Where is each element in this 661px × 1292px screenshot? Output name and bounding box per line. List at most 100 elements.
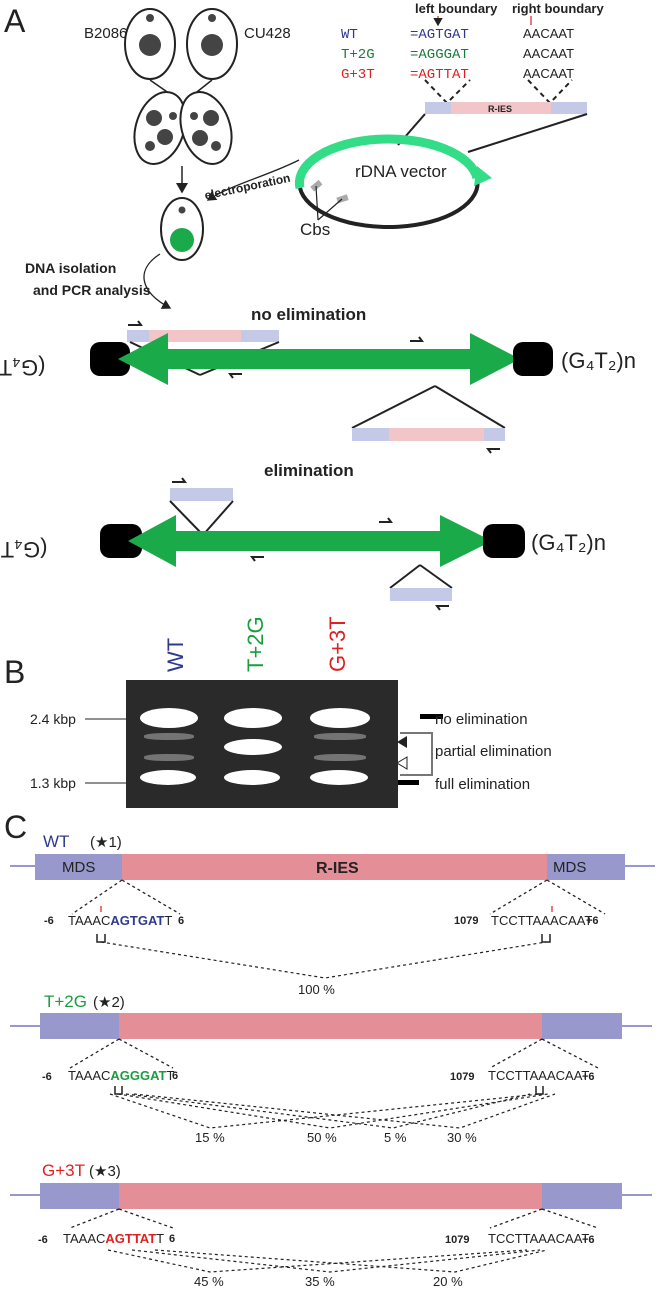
c-t2g-percent-2: 50 % [307,1130,337,1145]
c-wt-seq-colored: AGTGAT [110,913,164,928]
c-wt-right-end: +6 [586,915,599,927]
no-elim-chromosome [90,333,553,385]
c-t2g-mds-right [542,1013,622,1039]
c-t2g-seq-colored: AGGGAT [110,1068,166,1083]
legend-partial-elimination: partial elimination [435,743,552,760]
strain-label-1: B2086 [84,25,127,42]
row-t2g-left: =AGGGAT [410,47,469,63]
c-g3t-seq-suffix: T [156,1231,164,1246]
no-elim-link-d [434,385,506,429]
panel-label-a: A [4,3,26,39]
c-wt-seq-prefix: TAAAC [68,913,110,928]
elim-amplicon-top [170,488,233,501]
c-g3t-mds-right [542,1183,622,1209]
c-t2g-left-end: 6 [172,1070,178,1082]
c-g3t-left-end: 6 [169,1233,175,1245]
dna-isolation-line-2: and PCR analysis [33,282,151,298]
row-wt-left: =AGTGAT [410,27,469,43]
c-wt-left-num: -6 [44,915,54,927]
c-t2g-left-num: -6 [42,1071,52,1083]
band-wt-faint-1 [144,733,194,740]
electroporation-arrow [206,159,300,201]
c-wt-right-seq: TCCTTAAACAAT [491,913,592,928]
row-wt-right: AACAAT [523,26,574,41]
c-g3t-percent-2: 35 % [305,1274,335,1289]
row-g3t-name: G+3T [341,67,375,83]
elimination-title: elimination [264,461,354,480]
band-wt-full-elim [140,770,196,785]
telomere-right-2: (G₄T₂)n [531,530,606,555]
elim-link-b [202,500,234,536]
dna-isolation-line-1: DNA isolation [25,260,116,276]
construct-link-right [467,113,588,153]
elim-link-a [169,500,204,536]
elim-link-c [389,564,421,589]
primer-rev-bottom [486,448,500,454]
row-t2g-right: AACAAT [523,46,574,61]
c-t2g-right-num: 1079 [450,1071,474,1083]
c-wt-seq-suffix: T [164,913,172,928]
row-t2g-name: T+2G [341,47,375,63]
c-wt-ies [122,854,547,880]
c-wt-name: WT [43,832,69,851]
r-ies-construct [425,102,587,114]
c-g3t-right-end: +6 [582,1234,595,1246]
c-wt-mds-left [35,854,122,880]
cbs-line-2 [315,185,319,221]
c-wt-left-end: 6 [178,915,184,927]
c-g3t-right-seq: TCCTTAAACAAT [488,1231,589,1246]
band-wt-faint-2 [144,754,194,761]
primer-fwd-elim-mid [379,517,393,523]
band-t2g-full-elim [224,770,280,785]
strain-cell-1 [124,8,176,80]
elim-chromosome [100,515,525,567]
size-label-bottom: 1.3 kbp [30,775,76,791]
primer-rev-mid [228,373,242,379]
legend-bar-no-elim [420,714,443,719]
c-g3t-name: G+3T [42,1161,85,1180]
rdna-vector [294,134,492,230]
band-g3t-full-elim [310,770,368,785]
c-t2g-seq-suffix: T [166,1068,174,1083]
lane-label-t2g: T+2G [243,616,268,672]
conjugating-pair [133,91,233,165]
c-g3t-joins [107,1249,548,1273]
panel-label-c: C [4,809,27,845]
c-t2g-percent-4: 30 % [447,1130,477,1145]
band-g3t-faint-1 [314,733,366,740]
c-t2g-dash-zoom [69,1038,599,1069]
cbs-line-1 [317,198,343,221]
no-elim-amplicon-top [127,330,279,342]
panel-label-b: B [4,654,25,690]
telomere-right-1: (G₄T₂)n [561,348,636,373]
c-g3t-star-num: 3 [107,1163,115,1180]
c-g3t-ies [119,1183,542,1209]
c-wt-seq: TAAACAGTGATT [68,913,172,928]
c-g3t-right-num: 1079 [445,1234,469,1246]
row-g3t-right: AACAAT [523,66,574,81]
c-t2g-ies [119,1013,542,1039]
c-g3t-left-num: -6 [38,1234,48,1246]
gel-image [126,680,398,808]
c-g3t-seq: TAAACAGTTATT [63,1231,164,1246]
triangle-filled [397,736,407,748]
left-boundary-dashes [424,79,471,105]
c-wt-cut-markers [100,906,553,912]
c-t2g-right-seq: TCCTTAAACAAT [488,1068,589,1083]
band-t2g-no-elim [224,708,282,728]
vector-label: rDNA vector [355,162,447,181]
band-t2g-partial [224,739,282,755]
primer-fwd-top [128,320,143,326]
electroporation-label: electroporation [203,171,291,203]
row-wt-name: WT [341,27,358,43]
legend-bar-full-elim [396,780,419,785]
band-g3t-no-elim [310,708,370,728]
c-wt-star: (★1) [90,834,122,851]
legend-full-elimination: full elimination [435,776,530,793]
c-wt-star-num: 1 [108,834,116,851]
c-g3t-mds-left [40,1183,119,1209]
strain-cell-2 [186,8,238,80]
legend-no-elimination: no elimination [435,711,528,728]
transformed-cell [160,197,204,261]
right-boundary-dashes [527,79,573,105]
